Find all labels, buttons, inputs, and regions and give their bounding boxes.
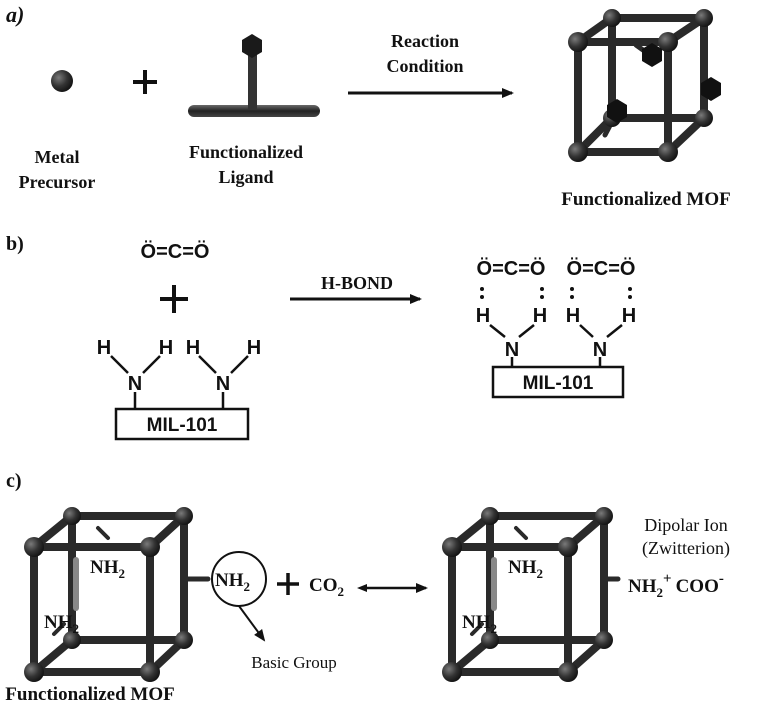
mof-cube-c-right-nodes [442, 507, 613, 682]
nh2-label: NH2 [90, 557, 125, 581]
nh2-label: NH2 [508, 557, 543, 581]
hbond-arrow-label: H-BOND [321, 273, 393, 293]
atom-h: H [97, 337, 111, 359]
functionalized-ligand-label-line1: Functionalized [189, 142, 303, 162]
amine-groups-left [110, 355, 249, 409]
atom-h: H [186, 337, 200, 359]
metal-precursor-sphere [51, 70, 73, 92]
atom-n: N [593, 339, 607, 361]
functionalized-mof-caption: Functionalized MOF [5, 684, 174, 705]
co2-molecule: Ö=C=Ö [477, 257, 546, 280]
mof-cube-c-right [448, 512, 621, 676]
dipolar-ion-label-line2: (Zwitterion) [642, 538, 730, 559]
mil101-label-right: MIL-101 [523, 373, 594, 394]
metal-precursor-label-line1: Metal [35, 147, 80, 167]
functionalized-mof-label: Functionalized MOF [561, 189, 730, 210]
co2-label: CO2 [309, 575, 344, 599]
reaction-arrow-label-line1: Reaction [391, 31, 459, 51]
mil101-box-left [114, 407, 250, 441]
functional-group-hexagons [607, 43, 721, 123]
mof-cube-a [574, 14, 717, 156]
dipolar-ion-label-line1: Dipolar Ion [644, 515, 727, 535]
atom-n: N [216, 373, 230, 395]
basic-group-label: Basic Group [251, 653, 336, 672]
atom-n: N [128, 373, 142, 395]
mil101-box-right [491, 365, 625, 399]
amine-groups-right [489, 324, 623, 367]
atom-n: N [505, 339, 519, 361]
atom-h: H [476, 305, 490, 327]
plus-icon [133, 70, 157, 94]
basic-group-arrow [238, 605, 266, 642]
panel-b-label: b) [6, 233, 24, 255]
atom-h: H [622, 305, 636, 327]
atom-h: H [533, 305, 547, 327]
functionalized-ligand-label-line2: Ligand [218, 167, 273, 187]
nh2-label: NH2 [215, 570, 250, 594]
atom-h: H [566, 305, 580, 327]
atom-h: H [247, 337, 261, 359]
atom-h: H [159, 337, 173, 359]
panel-a-label: a) [6, 2, 24, 27]
plus-icon-c [277, 573, 299, 595]
nh2-label: NH2 [462, 612, 497, 636]
plus-icon-b [160, 285, 188, 313]
functionalized-ligand-icon [188, 34, 320, 117]
co2-molecule: Ö=C=Ö [141, 240, 210, 263]
co2-molecule: Ö=C=Ö [567, 257, 636, 280]
hbond-dots [480, 287, 632, 299]
zwitterion-formula: NH2+COO- [628, 571, 724, 600]
panel-c-label: c) [6, 470, 22, 492]
nh2-label: NH2 [44, 612, 79, 636]
metal-precursor-label-line2: Precursor [19, 172, 96, 192]
reaction-arrow-label-line2: Condition [386, 56, 463, 76]
mil101-label-left: MIL-101 [147, 415, 218, 436]
mof-cube-c-left-nodes [24, 507, 193, 682]
